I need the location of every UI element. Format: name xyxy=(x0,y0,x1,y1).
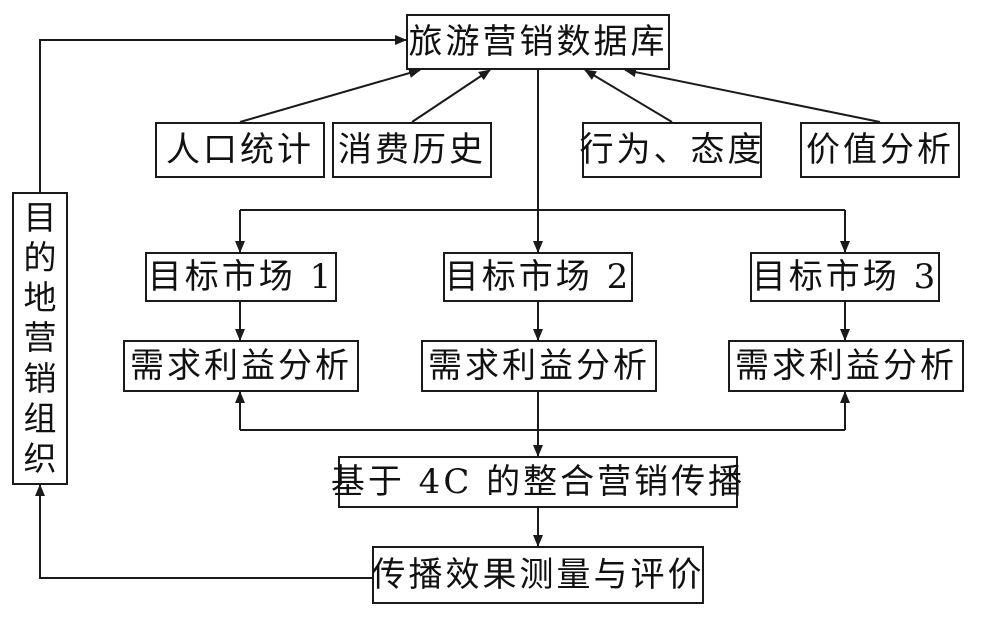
benefit-analysis-2-box: 需求利益分析 xyxy=(421,340,657,392)
organization-char: 销 xyxy=(23,358,57,398)
database-box: 旅游营销数据库 xyxy=(406,14,670,70)
effect-evaluation-box: 传播效果测量与评价 xyxy=(372,546,704,604)
target-market-3-box: 目标市场 3 xyxy=(750,252,940,302)
source-behavior-box: 行为、态度 xyxy=(580,122,762,178)
organization-char: 组 xyxy=(23,398,57,438)
target-market-1-box: 目标市场 1 xyxy=(145,252,337,302)
arrow-evaluation-to-organization xyxy=(35,484,372,579)
organization-char: 的 xyxy=(23,237,57,277)
arrow-value-to-database xyxy=(624,67,881,123)
organization-char: 目 xyxy=(23,197,57,237)
organization-char: 织 xyxy=(23,439,57,479)
organization-char: 地 xyxy=(23,278,57,318)
benefit-analysis-3-box: 需求利益分析 xyxy=(728,340,964,392)
arrow-organization-to-database xyxy=(39,35,407,192)
benefit-analysis-1-box: 需求利益分析 xyxy=(123,340,359,392)
integrated-communication-box: 基于 4C 的整合营销传播 xyxy=(331,456,742,508)
arrow-demographics-to-database xyxy=(239,68,421,123)
source-value-box: 价值分析 xyxy=(800,122,960,178)
target-market-2-box: 目标市场 2 xyxy=(443,252,633,302)
arrow-behavior-to-database xyxy=(584,69,673,123)
organization-char: 营 xyxy=(23,318,57,358)
source-demographics-box: 人口统计 xyxy=(155,122,325,178)
source-consumption-box: 消费历史 xyxy=(332,122,492,178)
arrow-consumption-to-database xyxy=(411,69,491,123)
destination-marketing-organization-box: 目 的 地 营 销 组 织 xyxy=(12,192,68,485)
